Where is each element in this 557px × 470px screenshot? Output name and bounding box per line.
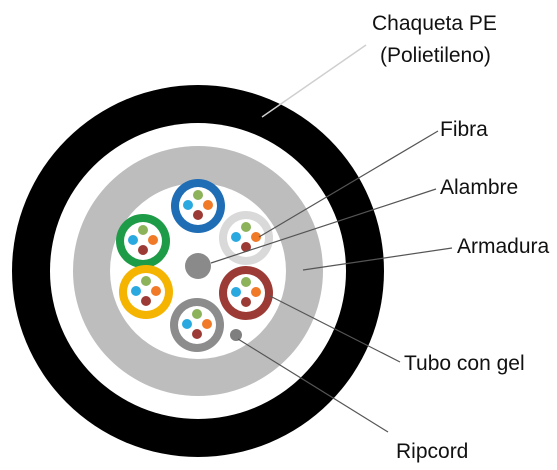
tube-light-gray-gel: [227, 219, 265, 257]
fiber-blue: [231, 232, 241, 242]
leader-gel-tube: [269, 295, 401, 363]
label-fiber: Fibra: [440, 118, 488, 141]
fiber-blue: [182, 319, 192, 329]
fiber-orange: [202, 319, 212, 329]
tube-yellow-gel: [127, 273, 165, 311]
tube-blue-gel: [179, 187, 217, 225]
label-ripcord: Ripcord: [396, 440, 468, 463]
leader-jacket: [261, 44, 367, 118]
leader-lines: [210, 44, 453, 433]
fiber-green: [141, 276, 151, 286]
fiber-orange: [151, 286, 161, 296]
fiber-brown: [241, 297, 251, 307]
tube-light-gray: [219, 211, 273, 265]
gel-tubes: [116, 179, 273, 352]
label-gel-tube: Tubo con gel: [404, 352, 525, 375]
label-armor: Armadura: [457, 235, 550, 258]
fiber-blue: [131, 286, 141, 296]
label-jacket-line2: (Polietileno): [380, 44, 491, 67]
fiber-blue: [231, 287, 241, 297]
tube-green: [116, 214, 170, 268]
label-jacket-line1: Chaqueta PE: [372, 12, 497, 35]
fiber-blue: [183, 200, 193, 210]
labels: Chaqueta PE (Polietileno) Fibra Alambre …: [372, 12, 550, 463]
fiber-green: [138, 225, 148, 235]
label-wire: Alambre: [440, 176, 518, 199]
fiber-green: [192, 309, 202, 319]
tube-yellow: [119, 265, 173, 319]
tube-green-gel: [124, 222, 162, 260]
fiber-brown: [192, 329, 202, 339]
fiber-orange: [251, 232, 261, 242]
tube-gray: [170, 298, 224, 352]
leader-fiber: [258, 130, 439, 238]
fiber-orange: [203, 200, 213, 210]
fiber-blue: [128, 235, 138, 245]
fiber-brown: [138, 245, 148, 255]
leader-armor: [302, 247, 453, 271]
tube-red-gel: [227, 274, 265, 312]
fiber-green: [241, 222, 251, 232]
leader-ripcord: [237, 338, 389, 433]
tube-blue: [171, 179, 225, 233]
fiber-brown: [193, 210, 203, 220]
central-wire: [185, 253, 211, 279]
fiber-brown: [141, 296, 151, 306]
fiber-brown: [241, 242, 251, 252]
leader-wire: [210, 188, 437, 264]
ripcord: [230, 329, 242, 341]
fiber-green: [241, 277, 251, 287]
fiber-orange: [148, 235, 158, 245]
fiber-orange: [251, 287, 261, 297]
fiber-green: [193, 190, 203, 200]
tube-gray-gel: [178, 306, 216, 344]
tube-red: [219, 266, 273, 320]
